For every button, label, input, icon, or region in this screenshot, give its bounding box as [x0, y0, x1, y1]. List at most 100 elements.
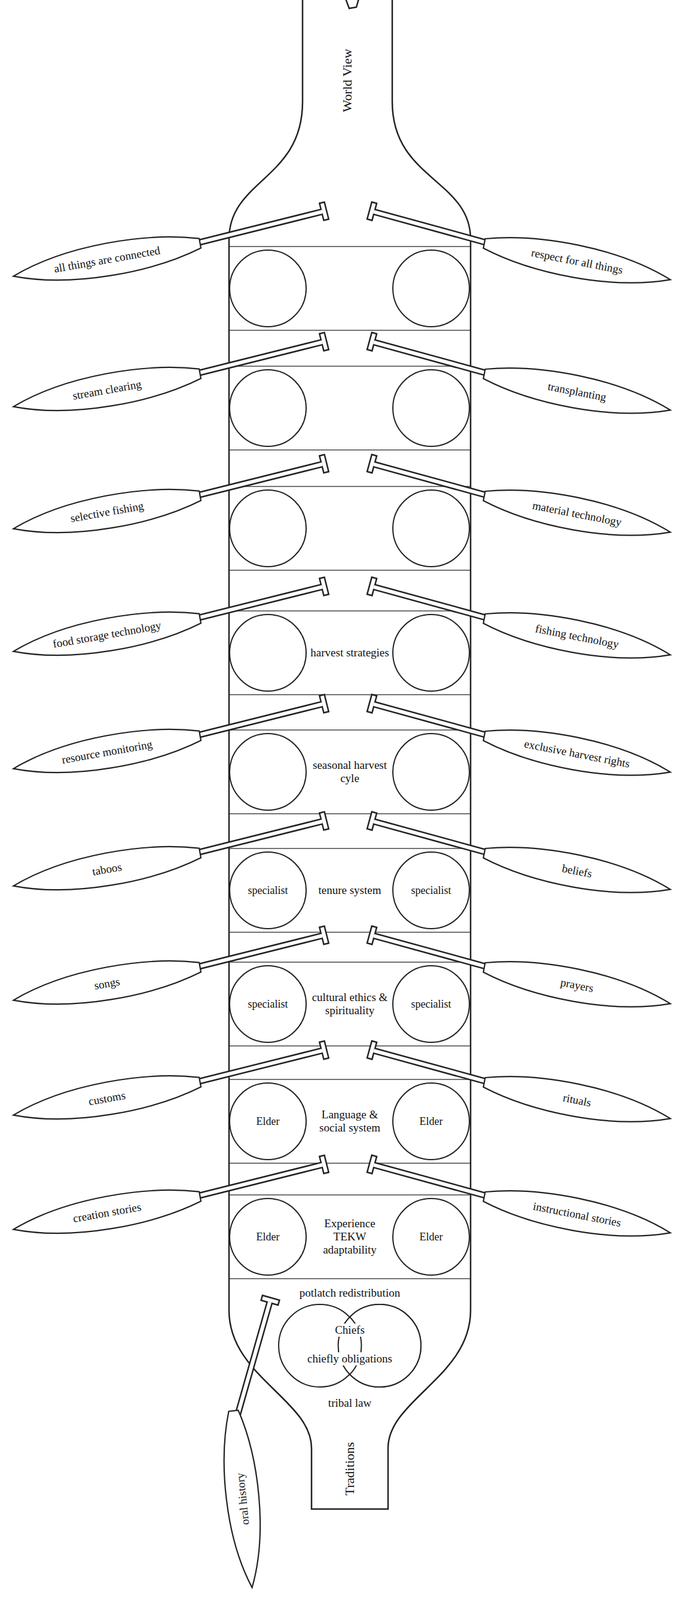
paddle-blade-shape: [10, 835, 204, 902]
paddle-shaft-fill: [373, 342, 499, 377]
paddle-grip-fill: [322, 333, 327, 350]
paddle-blade: songs: [9, 945, 206, 1021]
paddle-shaft: [186, 1049, 325, 1084]
seat-circle-shape: [229, 1197, 307, 1275]
paddle-shaft-fill: [186, 1049, 323, 1085]
bow-label: World View: [339, 49, 355, 113]
seat-circle: specialist: [392, 850, 470, 929]
paddle-grip: [321, 1039, 327, 1059]
seat-circle: Elder: [229, 1197, 307, 1275]
node-label: Elder: [256, 1114, 280, 1128]
paddle-shaft-fill: [186, 586, 323, 621]
paddle-grip: [321, 810, 327, 830]
paddle-blade: fishing technology: [478, 597, 675, 676]
node-label: specialist: [248, 997, 289, 1010]
seat-label: cultural ethics & spirituality: [309, 990, 391, 1017]
paddle-shaft: [186, 585, 325, 621]
paddle-blade-shape: [10, 478, 204, 545]
paddle-blade-shape: [10, 950, 204, 1016]
seat-label: Language & social system: [309, 1107, 391, 1134]
node-label: chiefly obligations: [305, 1351, 395, 1365]
paddle-blade-shape: [481, 479, 674, 548]
paddle-shaft-fill: [373, 703, 499, 738]
seat-circle: Elder: [392, 1197, 470, 1275]
seat-circle: specialist: [229, 850, 307, 929]
paddle-shaft-fill: [186, 211, 323, 246]
seat-label: harvest strategies: [309, 645, 391, 659]
paddle-grip-fill: [369, 1041, 374, 1058]
paddle-grip: [369, 694, 375, 713]
paddle-shaft-fill: [373, 820, 499, 856]
paddle-blade: exclusive harvest rights: [478, 714, 675, 793]
paddle-shaft-fill: [234, 1301, 270, 1424]
paddle-blade: resource monitoring: [9, 714, 206, 790]
paddle-shaft-fill: [186, 703, 323, 738]
paddle-grip-fill: [322, 1155, 327, 1172]
paddle-shaft-fill: [373, 211, 499, 246]
paddle-blade-shape: [481, 227, 674, 296]
paddle-grip-fill: [322, 812, 327, 829]
paddle-grip-fill: [369, 578, 374, 594]
paddle-blade: material technology: [478, 474, 675, 553]
paddle-grip-fill: [369, 333, 374, 350]
paddle-grip: [369, 454, 375, 473]
paddle-grip: [369, 332, 375, 351]
paddle-shaft: [371, 1049, 499, 1085]
paddle-blade-shape: [10, 226, 204, 292]
paddle-blade-shape: [481, 1179, 674, 1248]
paddle-blade: beliefs: [478, 831, 675, 910]
seat-circle-shape: [392, 1197, 470, 1275]
band-label: potlatch redistribution: [272, 1285, 428, 1299]
paddle-grip-fill: [369, 695, 374, 711]
paddle-shaft: [186, 211, 325, 246]
paddle-shaft: [186, 934, 325, 969]
paddle-grip-fill: [369, 203, 374, 219]
paddle-grip: [369, 577, 375, 596]
seat-label: Experience TEKW adaptability: [309, 1216, 391, 1256]
seat-circle: Elder: [392, 1081, 470, 1160]
paddle-grip-fill: [369, 455, 374, 472]
paddle-blade: taboos: [9, 831, 206, 907]
seat-circle-shape: [229, 851, 307, 928]
paddle-grip: [321, 925, 327, 944]
paddle-shaft-fill: [373, 935, 499, 970]
node-label: Elder: [419, 1229, 444, 1243]
paddle-grip: [321, 576, 327, 595]
paddle-shaft-fill: [373, 464, 499, 499]
paddle-grip-fill: [262, 1296, 279, 1302]
seat-circle-shape: [229, 965, 307, 1042]
paddle-shaft: [371, 463, 499, 499]
paddle-grip-fill: [322, 1041, 327, 1058]
chief-circle-arc: [349, 1303, 380, 1317]
seat-label: tenure system: [309, 883, 391, 897]
paddle-shaft-fill: [186, 820, 323, 856]
paddle-shaft-fill: [186, 342, 323, 377]
paddle-grip: [321, 453, 327, 473]
paddle-grip: [369, 811, 375, 830]
paddle-shaft-fill: [373, 586, 499, 621]
paddle-grip: [321, 1154, 327, 1173]
seat-circle-shape: [392, 965, 470, 1042]
paddle-blade: oral history: [212, 1406, 274, 1590]
seat-circle-shape: [392, 851, 470, 928]
seat-circle-shape: [229, 1082, 307, 1159]
chief-circle-shape: [338, 1303, 421, 1387]
paddle-blade-shape: [10, 1064, 204, 1131]
paddle-shaft: [186, 703, 325, 738]
paddle-blade-shape: [481, 602, 674, 671]
paddle-grip: [261, 1296, 280, 1303]
paddle-blade-shape: [10, 718, 204, 784]
paddle-grip: [321, 331, 327, 351]
paddle-shaft-fill: [186, 1164, 323, 1199]
paddle-shaft: [371, 1163, 499, 1199]
chief-circle-fill: [338, 1303, 421, 1387]
paddle-blade: creation stories: [9, 1174, 206, 1250]
chief-circles-outline: [278, 1302, 422, 1387]
paddle-blade-shape: [481, 836, 674, 905]
band-label: tribal law: [307, 1395, 392, 1409]
empty-seat-circles: [229, 249, 470, 810]
node-label: specialist: [411, 883, 452, 897]
paddle-blade: prayers: [478, 945, 675, 1024]
paddle-grip-fill: [322, 926, 327, 943]
